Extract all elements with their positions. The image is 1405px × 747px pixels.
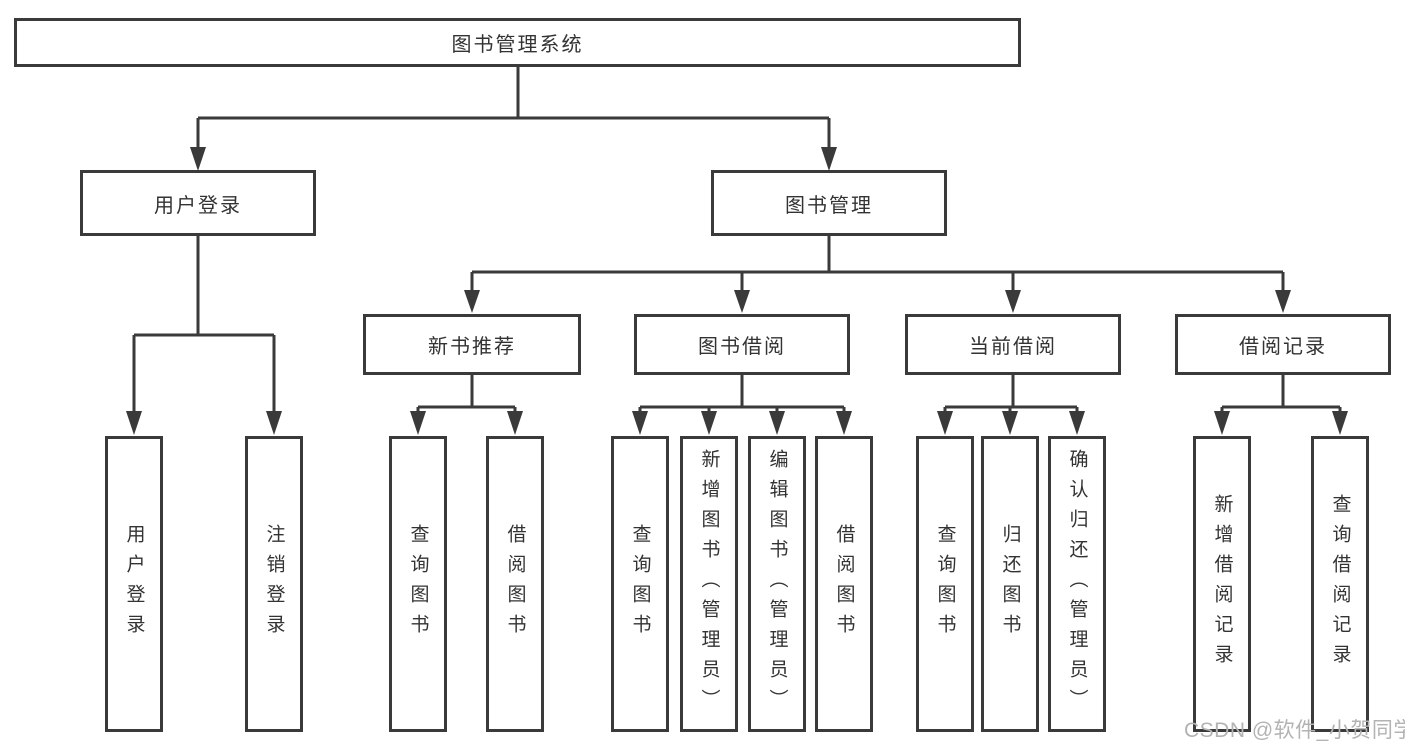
node-label: 借阅记录	[1239, 336, 1327, 358]
node-user-login-branch: 用户登录	[80, 170, 316, 236]
node-label: 新书推荐	[428, 336, 516, 358]
node-new-book-recommend: 新书推荐	[363, 314, 581, 375]
leaf-label: 查询图书	[629, 524, 651, 644]
node-label: 当前借阅	[969, 336, 1057, 358]
leaf-return-books: 归还图书	[981, 436, 1039, 732]
node-label: 图书管理系统	[451, 34, 584, 56]
leaf-add-borrow-record: 新增借阅记录	[1193, 436, 1251, 732]
csdn-watermark: CSDN @软件_小贺同学	[1184, 719, 1405, 742]
leaf-label: 查询图书	[407, 524, 429, 644]
node-borrow-records: 借阅记录	[1175, 314, 1391, 375]
node-label: 图书管理	[785, 194, 873, 217]
arrowhead-icons	[126, 147, 1348, 435]
leaf-label: 注销登录	[263, 524, 285, 644]
leaf-query-borrow-record: 查询借阅记录	[1311, 436, 1369, 732]
leaf-label: 借阅图书	[504, 524, 526, 644]
node-library-management-system: 图书管理系统	[14, 18, 1021, 67]
leaf-label: 用户登录	[123, 524, 145, 644]
leaf-label: 新增图书（管理员）	[698, 449, 720, 719]
leaf-query-books-borrowing: 查询图书	[611, 436, 669, 732]
leaf-edit-books-admin: 编辑图书（管理员）	[748, 436, 806, 732]
leaf-query-books-current: 查询图书	[916, 436, 974, 732]
leaf-label: 查询借阅记录	[1329, 494, 1351, 674]
leaf-add-books-admin: 新增图书（管理员）	[680, 436, 738, 732]
node-label: 用户登录	[154, 194, 242, 217]
node-book-management-branch: 图书管理	[711, 170, 947, 236]
leaf-user-login: 用户登录	[105, 436, 163, 732]
leaf-query-books-recommend: 查询图书	[389, 436, 447, 732]
leaf-label: 新增借阅记录	[1211, 494, 1233, 674]
leaf-logout: 注销登录	[245, 436, 303, 732]
node-label: 图书借阅	[698, 336, 786, 358]
node-book-borrowing: 图书借阅	[634, 314, 850, 375]
leaf-label: 归还图书	[999, 524, 1021, 644]
tree-edges	[132, 67, 1342, 414]
leaf-label: 确认归还（管理员）	[1066, 449, 1088, 719]
leaf-label: 借阅图书	[833, 524, 855, 644]
node-current-borrowing: 当前借阅	[905, 314, 1121, 375]
leaf-label: 编辑图书（管理员）	[766, 449, 788, 719]
leaf-borrow-books: 借阅图书	[815, 436, 873, 732]
leaf-confirm-return-admin: 确认归还（管理员）	[1048, 436, 1106, 732]
leaf-borrow-books-recommend: 借阅图书	[486, 436, 544, 732]
leaf-label: 查询图书	[934, 524, 956, 644]
